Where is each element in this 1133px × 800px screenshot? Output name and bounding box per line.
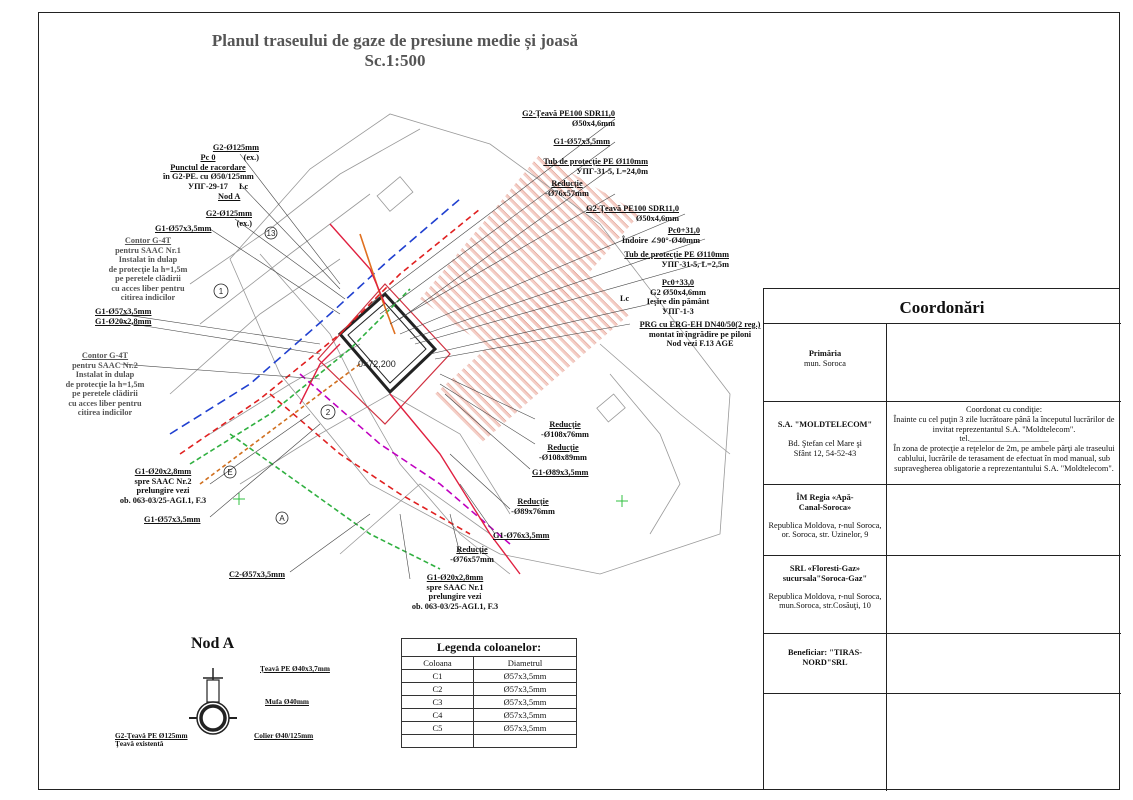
axis-circle-A: A (279, 514, 285, 523)
nod-a-label-teava-pe40: Ţeavă PE Ø40x3,7mm (260, 664, 330, 673)
grid-crosses (233, 493, 628, 507)
label-g1-57-top: G1-Ø57x3,5mm (553, 137, 610, 146)
label-prg: PRG cu ERG-EH DN40/50(2 reg.)montat în î… (639, 320, 761, 348)
nod-a-title: Nod A (191, 635, 235, 652)
axis-circle-1: 1 (219, 287, 224, 296)
label-c2-57: C2-Ø57x3,5mm (229, 570, 285, 579)
label-g1-57-bottom: G1-Ø57x3,5mm (144, 515, 201, 524)
axis-circle-E: E (227, 468, 232, 477)
leader-lines (119, 118, 706, 580)
table-row (401, 734, 578, 748)
label-g2-125-top: G2-Ø125mm(ex.) (212, 143, 259, 162)
legend-title: Legenda coloanelor: (401, 638, 577, 657)
coord-row-moldtelecom: S.A. "MOLDTELECOM"Bd. Ştefan cel Mare şi… (764, 401, 1121, 484)
coord-row-beneficiar: Beneficiar: "TIRAS-NORD"SRL (764, 633, 1121, 693)
site-lines (169, 113, 731, 575)
label-lc-right: Lc (620, 294, 630, 303)
label-reductie-108x89: Reducţie-Ø108x89mm (539, 443, 587, 462)
axis-circle-13: 13 (267, 229, 276, 238)
label-lc-left: Lc (239, 182, 249, 191)
label-reductie-89x76: Reducţie-Ø89x76mm (511, 497, 555, 516)
coord-row-empty (764, 693, 1121, 791)
moldtelecom-conditions: Coordonat cu condiţie: Înainte cu cel pu… (893, 405, 1115, 473)
label-reductie-108x76: Reducţie-Ø108x76mm (541, 420, 589, 439)
parking-hatch (420, 154, 640, 444)
label-g1-76: G1-Ø76x3,5mm (493, 531, 550, 540)
nod-a-detail-drawing (189, 668, 237, 735)
elevation-label: 0=72,200 (358, 359, 396, 369)
site-plan-drawing: 0=72,200 13 1 2 E A (119, 113, 731, 580)
label-reductie-76x57-bottom: Reducţie-Ø76x57mm (450, 545, 494, 564)
utility-lines (169, 198, 511, 570)
coord-row-apa-canal: ÎM Regia «Apă-Canal-Soroca»Republica Mol… (764, 484, 1121, 555)
label-g1-57-left: G1-Ø57x3,5mm (155, 224, 212, 233)
legend-header-coloana: Coloana (401, 656, 474, 670)
title-scale: Sc.1:500 (364, 51, 426, 70)
drawing-title: Planul traseului de gaze de presiune med… (185, 31, 605, 71)
label-reductie-76x57-top: Reducţie-Ø76x57mm (545, 179, 589, 198)
coordination-heading: Coordonări (899, 298, 985, 317)
legend-header-diametrul: Diametrul (472, 656, 578, 670)
label-g1-89: G1-Ø89x3,5mm (532, 468, 589, 477)
label-nod-a-callout: Nod A (218, 192, 241, 201)
nod-a-label-mufa: Mufa Ø40mm (265, 697, 309, 706)
gas-route (299, 223, 521, 575)
coord-row-floresti-gaz: SRL «Floresti-Gaz» sucursala"Soroca-Gaz"… (764, 555, 1121, 633)
axis-circle-2: 2 (326, 408, 331, 417)
building-outline (317, 283, 451, 425)
label-g2-125-mid: G2-Ø125mm(ex.) (205, 209, 252, 228)
title-line-1: Planul traseului de gaze de presiune med… (211, 31, 579, 50)
nod-a-label-colier: Colier Ø40/125mm (254, 731, 314, 740)
